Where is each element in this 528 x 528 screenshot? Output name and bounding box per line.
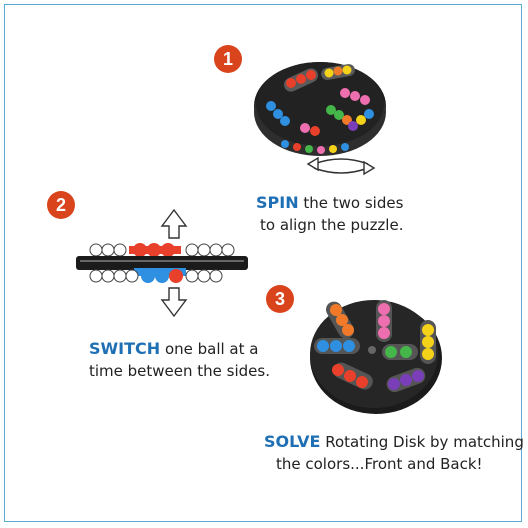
up-arrow-icon: [160, 208, 188, 239]
capsule-yellow-solved: [420, 320, 436, 364]
step-2-caption: SWITCH one ball at a time between the si…: [89, 338, 270, 382]
capsule-pink: [340, 88, 370, 105]
step-1-caption: SPIN the two sides to align the puzzle.: [256, 192, 403, 236]
capsule-mixed: [348, 109, 374, 131]
step-1-badge: 1: [214, 45, 242, 73]
top-red-balls: [129, 243, 181, 257]
capsule-green: [326, 105, 352, 125]
step-1-line2: to align the puzzle.: [260, 216, 404, 234]
bottom-ball-row: [89, 269, 223, 283]
capsule-orange: [326, 301, 354, 339]
step-1-keyword: SPIN: [256, 193, 299, 212]
capsule-pink-bottom: [300, 123, 320, 136]
image-frame: [4, 4, 522, 522]
disk-edge: [76, 256, 248, 270]
step-3-badge: 3: [266, 285, 294, 313]
step-3-caption: SOLVE Rotating Disk by matching the colo…: [264, 431, 524, 475]
disk-side-view-illustration: [76, 208, 248, 318]
disk-center: [368, 346, 376, 354]
capsule-red: [284, 68, 318, 92]
step-2-line2: time between the sides.: [89, 362, 270, 380]
step-3-keyword: SOLVE: [264, 432, 321, 451]
capsule-red-solved: [332, 362, 373, 390]
capsule-blue-solved: [314, 338, 360, 354]
capsule-pink-solved: [376, 300, 392, 342]
disk-solved-illustration: [310, 300, 442, 414]
step-2-line1: one ball at a: [160, 340, 259, 358]
step-1-number: 1: [222, 48, 233, 69]
capsule-yellow-top: [321, 64, 355, 80]
spin-arrows-icon: [306, 156, 376, 176]
disk-top-view-illustration: [254, 62, 386, 156]
down-arrow-icon: [160, 287, 188, 318]
capsule-purple-solved: [386, 367, 426, 393]
underside-balls: [281, 140, 349, 154]
disk-edge-line: [80, 260, 244, 262]
step-2-number: 2: [55, 194, 66, 215]
capsule-green-solved: [382, 344, 418, 360]
step-1-line1: the two sides: [298, 194, 404, 212]
step-3-number: 3: [274, 288, 285, 309]
step-2-keyword: SWITCH: [89, 339, 161, 358]
bottom-blue-balls: [134, 268, 186, 283]
capsule-blue: [266, 101, 290, 126]
step-3-line2: the colors...Front and Back!: [276, 455, 483, 473]
step-3-line1: Rotating Disk by matching: [320, 433, 524, 451]
step-2-badge: 2: [47, 191, 75, 219]
